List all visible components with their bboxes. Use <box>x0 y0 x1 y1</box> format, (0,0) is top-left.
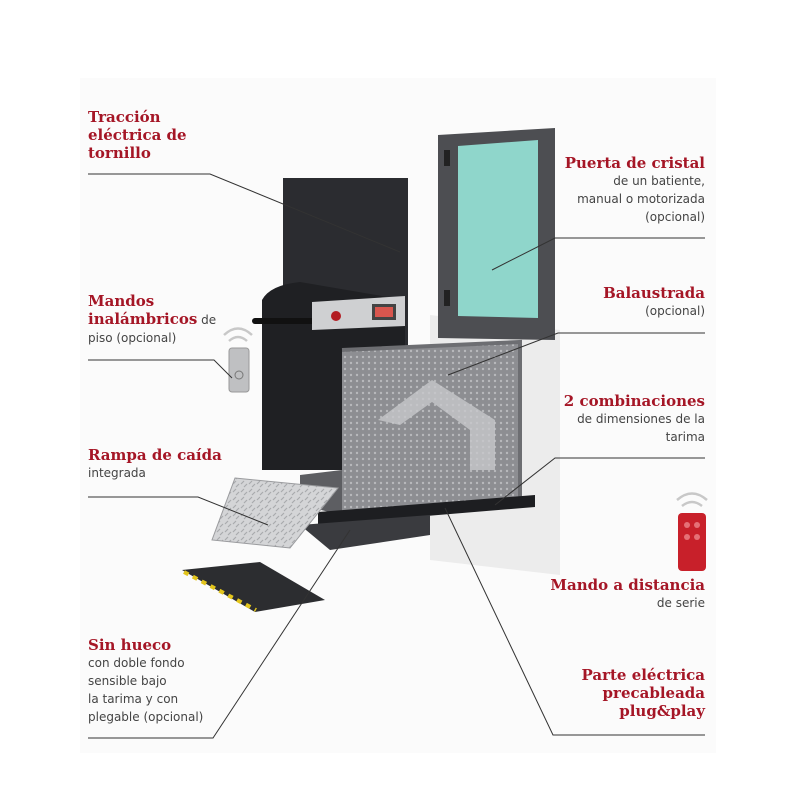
sin-hueco-title: Sin hueco <box>88 636 172 654</box>
label-traccion: Tracción eléctrica de tornillo <box>88 108 187 162</box>
combinaciones-title: 2 combinaciones <box>563 392 705 410</box>
puerta-text-3: (opcional) <box>645 210 705 224</box>
combinaciones-text-1: de dimensiones de la <box>577 412 705 426</box>
parte-electrica-title-1: Parte eléctrica <box>581 666 706 684</box>
sin-hueco-text-3: la tarima y con <box>88 692 179 706</box>
label-sin-hueco: Sin hueco con doble fondo sensible bajo … <box>88 636 203 726</box>
leader-parte-electrica <box>444 507 705 736</box>
label-mandos: Mandos inalámbricos de piso (opcional) <box>88 292 216 347</box>
puerta-title: Puerta de cristal <box>564 154 705 172</box>
sin-hueco-text-4: plegable (opcional) <box>88 710 204 724</box>
ramp <box>211 477 339 549</box>
rampa-title: Rampa de caída <box>88 446 222 464</box>
mandos-inline: de <box>197 313 217 327</box>
leader-puerta <box>491 237 705 271</box>
leader-traccion <box>88 173 401 253</box>
puerta-text-1: de un batiente, <box>613 174 705 188</box>
combinaciones-text-2: tarima <box>665 430 705 444</box>
label-parte-electrica: Parte eléctrica precableada plug&play <box>582 666 706 720</box>
label-combinaciones: 2 combinaciones de dimensiones de la tar… <box>564 392 705 446</box>
floor-remote <box>223 327 253 393</box>
leader-balaustrada <box>447 332 705 376</box>
label-balaustrada: Balaustrada (opcional) <box>603 284 705 320</box>
leader-lines <box>88 173 705 739</box>
parte-electrica-title-3: plug&play <box>619 702 705 720</box>
label-mando-distancia: Mando a distancia de serie <box>550 576 705 612</box>
leader-mandos <box>88 359 233 379</box>
traccion-title-1: Tracción <box>88 108 161 126</box>
mando-distancia-text-1: de serie <box>656 596 705 610</box>
mandos-title-1: Mandos <box>88 292 155 310</box>
rampa-text-1: integrada <box>88 466 146 480</box>
label-puerta: Puerta de cristal de un batiente, manual… <box>565 154 705 226</box>
traccion-title-2: eléctrica de <box>88 126 187 144</box>
balustrade <box>341 339 522 512</box>
mandos-title-2: inalámbricos <box>88 310 198 328</box>
glass-door <box>438 128 555 340</box>
parte-electrica-title-2: precableada <box>602 684 705 702</box>
leader-rampa <box>88 496 269 526</box>
red-remote <box>676 492 708 571</box>
leader-sin-hueco <box>88 529 351 739</box>
sin-hueco-text-1: con doble fondo <box>88 656 185 670</box>
balaustrada-title: Balaustrada <box>603 284 705 302</box>
traccion-title-3: tornillo <box>88 144 151 162</box>
puerta-text-2: manual o motorizada <box>577 192 705 206</box>
label-rampa: Rampa de caída integrada <box>88 446 222 482</box>
leader-combinaciones <box>494 457 705 506</box>
mando-distancia-title: Mando a distancia <box>550 576 705 594</box>
balaustrada-text-1: (opcional) <box>645 304 705 318</box>
floor-mat <box>182 562 325 612</box>
mandos-text-1: piso (opcional) <box>88 331 177 345</box>
sin-hueco-text-2: sensible bajo <box>88 674 167 688</box>
